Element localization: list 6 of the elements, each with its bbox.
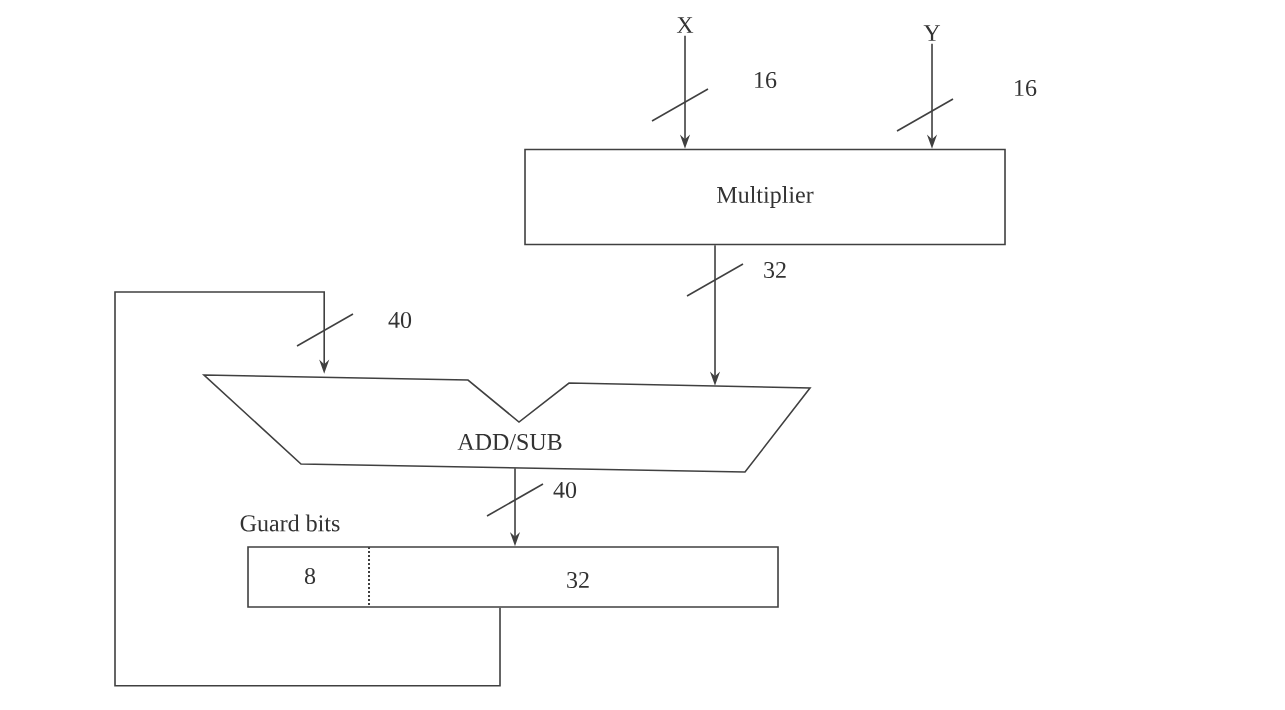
multiplier-box: Multiplier xyxy=(524,148,1006,246)
signal-label: Y xyxy=(923,25,941,41)
accumulator-register: Guard bits 8 32 xyxy=(240,514,779,608)
node-label: Guard bits xyxy=(240,514,340,532)
signal-label: X xyxy=(676,17,694,33)
bus-arrow xyxy=(114,291,501,687)
